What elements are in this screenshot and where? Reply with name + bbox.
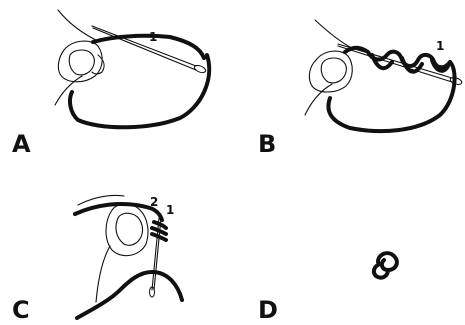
panel-label-b: B bbox=[258, 130, 276, 158]
yarn-a bbox=[70, 36, 209, 127]
panel-label-a: A bbox=[12, 130, 31, 158]
panel-c: 2 1 C bbox=[12, 195, 182, 324]
panel-label-c: C bbox=[12, 296, 30, 324]
step-number-c-1: 1 bbox=[166, 203, 174, 217]
panel-b: 1 B bbox=[258, 20, 463, 158]
step-number-a: 1 bbox=[149, 30, 157, 44]
step-number-b: 1 bbox=[436, 39, 444, 53]
panel-a: 1 A bbox=[12, 10, 209, 158]
knot-icon bbox=[374, 253, 397, 277]
hand-c bbox=[78, 195, 148, 302]
yarn-c bbox=[75, 204, 182, 318]
panel-label-d: D bbox=[258, 296, 278, 324]
hand-a bbox=[55, 10, 104, 105]
panel-d: D bbox=[258, 253, 397, 324]
step-number-c-2: 2 bbox=[150, 195, 158, 209]
